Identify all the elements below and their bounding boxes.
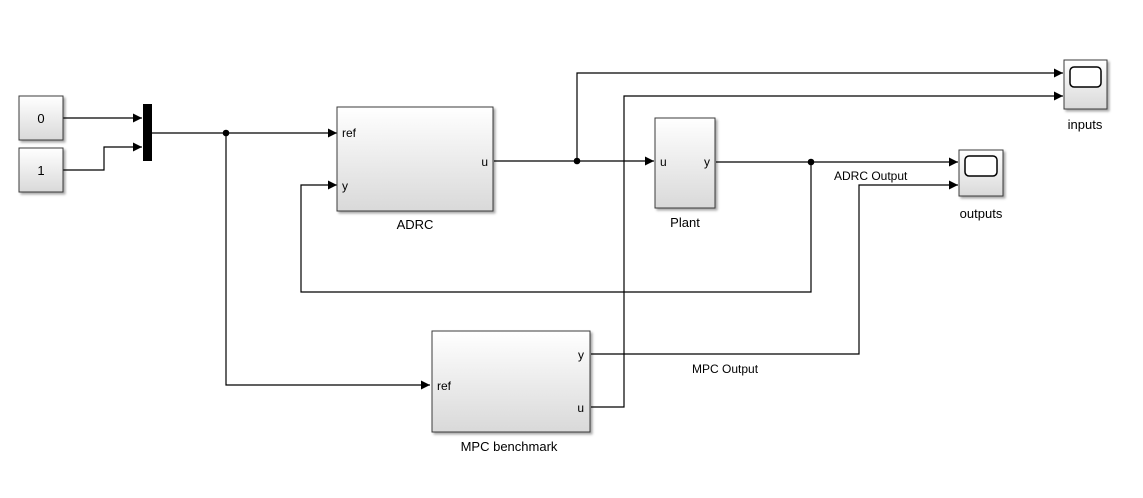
plant-port-u: u xyxy=(660,155,667,169)
mpc-benchmark-subsystem[interactable]: ref y u MPC benchmark xyxy=(431,330,591,454)
scope-block-outputs[interactable]: outputs xyxy=(958,149,1004,221)
mpc-port-y: y xyxy=(578,348,584,362)
mpc-block-body[interactable] xyxy=(431,330,591,433)
signal-label-mpc-output[interactable]: MPC Output xyxy=(692,362,759,376)
adrc-port-ref: ref xyxy=(342,126,357,140)
wire-ref-branch-to-mpc[interactable] xyxy=(225,133,430,390)
constant-block-body[interactable] xyxy=(18,95,64,141)
plant-subsystem[interactable]: u y Plant xyxy=(654,117,716,230)
wire-const1-to-mux[interactable] xyxy=(63,142,142,171)
adrc-port-y: y xyxy=(342,179,348,193)
wire-adrc-u-to-inputs-scope[interactable] xyxy=(576,68,1063,161)
plant-block-label[interactable]: Plant xyxy=(670,215,700,230)
scope-screen-icon xyxy=(964,155,998,177)
plant-port-y: y xyxy=(704,155,710,169)
scope-screen-icon xyxy=(1069,66,1102,88)
junctions xyxy=(222,129,815,166)
junction-dot xyxy=(222,129,230,137)
signal-label-adrc-output[interactable]: ADRC Output xyxy=(834,169,908,183)
adrc-port-u: u xyxy=(481,155,488,169)
junction-dot xyxy=(807,158,815,166)
adrc-subsystem[interactable]: ref y u ADRC xyxy=(336,106,494,232)
constant-value: 0 xyxy=(37,111,44,126)
constant-block-body[interactable] xyxy=(18,147,64,193)
adrc-block-body[interactable] xyxy=(336,106,494,212)
junction-dot xyxy=(573,157,581,165)
mpc-port-ref: ref xyxy=(437,379,452,393)
scope-inputs-label[interactable]: inputs xyxy=(1068,117,1103,132)
wire-mpc-u-to-inputs-scope[interactable] xyxy=(591,91,1063,408)
wire-mpc-y-to-outputs-scope[interactable] xyxy=(591,180,958,355)
constant-block-1[interactable]: 1 xyxy=(18,147,64,193)
adrc-block-label[interactable]: ADRC xyxy=(397,217,434,232)
mpc-port-u: u xyxy=(577,401,584,415)
mpc-block-label[interactable]: MPC benchmark xyxy=(461,439,558,454)
plant-block-body[interactable] xyxy=(654,117,716,209)
wire-plant-y-feedback-to-adrc[interactable] xyxy=(300,162,812,293)
constant-block-0[interactable]: 0 xyxy=(18,95,64,141)
scope-block-inputs[interactable]: inputs xyxy=(1063,59,1108,132)
scope-outputs-label[interactable]: outputs xyxy=(960,206,1003,221)
mux-block[interactable] xyxy=(143,104,152,161)
constant-value: 1 xyxy=(37,163,44,178)
